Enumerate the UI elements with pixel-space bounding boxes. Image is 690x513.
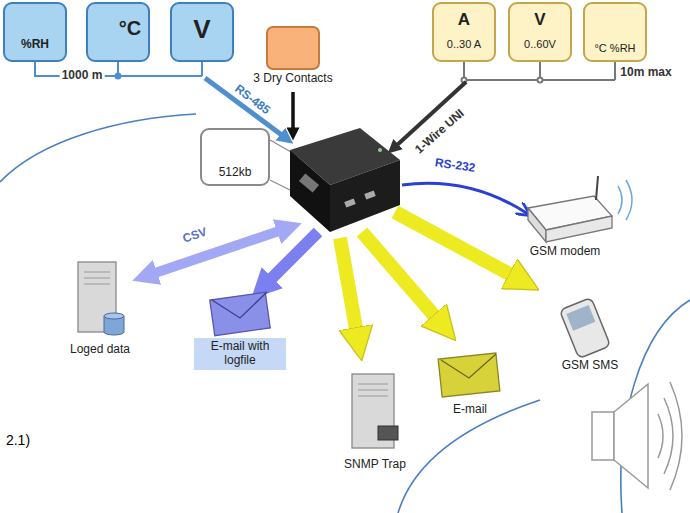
mobile-phone-icon <box>559 298 610 359</box>
email-envelope-icon <box>438 353 500 397</box>
sensor-wire <box>116 74 121 79</box>
node-label: %RH <box>21 38 49 52</box>
cable-length: 1000 m <box>60 69 105 83</box>
node-label: 3 Dry Contacts <box>253 72 332 86</box>
node-label: E-mail with logfile <box>194 338 286 370</box>
log-server: Loged data <box>55 255 145 365</box>
bus-arrow <box>291 92 295 130</box>
alert-arrow <box>395 212 515 277</box>
speaker-icon <box>658 414 663 458</box>
data-logger-device <box>344 198 355 207</box>
alert-arrow <box>340 238 357 334</box>
alert-arrow <box>395 212 515 277</box>
node-label: 0..30 A <box>447 38 481 51</box>
memory-box: 512kb <box>200 128 270 186</box>
data-logger-device <box>378 148 382 152</box>
speaker-icon <box>670 382 682 490</box>
interface-label: 1-Wire UNI <box>411 106 469 159</box>
speaker-icon <box>592 382 682 490</box>
data-logger-device <box>364 190 375 199</box>
sensor-wire <box>538 78 543 83</box>
node-label: V <box>534 10 545 30</box>
speaker-icon <box>592 412 614 460</box>
log-envelope-icon <box>210 292 270 335</box>
sensor-wire <box>614 62 616 80</box>
gsm-modem-icon <box>528 176 632 242</box>
log-envelope-icon <box>210 292 270 336</box>
mobile-phone-icon <box>559 298 610 359</box>
interface-label: RS-232 <box>432 156 478 176</box>
section-number: 2.1) <box>4 432 32 448</box>
alert-arrow <box>152 230 282 274</box>
format-label: CSV <box>179 225 211 247</box>
node-label: A <box>458 10 470 30</box>
mobile-phone-icon <box>566 305 595 331</box>
node-label: °C <box>119 17 141 40</box>
decor-curve <box>398 400 540 513</box>
voltage-sensor: V 0..60V <box>508 2 572 62</box>
speaker-icon <box>664 398 673 474</box>
sensor-wire <box>201 62 203 76</box>
sms-phone: GSM SMS <box>545 298 635 378</box>
gsm-modem-icon <box>546 216 612 242</box>
data-logger-device <box>290 150 330 232</box>
humidity-sensor: %RH <box>3 2 67 62</box>
alert-arrow <box>268 232 318 282</box>
bus-arrow <box>402 183 528 214</box>
current-sensor: A 0..30 A <box>432 2 496 62</box>
voltage-sensor: V <box>170 2 234 62</box>
node-label: GSM SMS <box>562 359 619 373</box>
server-icon <box>378 426 398 440</box>
alert-arrow <box>362 232 438 320</box>
node-label: 512kb <box>219 166 252 180</box>
server-icon <box>358 384 388 396</box>
temperature-sensor: °C <box>86 2 150 62</box>
gsm-modem-icon <box>528 208 546 242</box>
server-icon <box>352 374 398 448</box>
node-label: 0..60V <box>524 38 556 51</box>
email-alert: E-mail <box>425 348 515 420</box>
data-logger-device <box>299 173 319 192</box>
node-label: V <box>193 15 210 45</box>
node-label: GSM modem <box>530 245 601 259</box>
data-logger-device <box>330 160 400 232</box>
dry-contact-input: 3 Dry Contacts <box>266 26 320 70</box>
thermo-hygro-sensor: °C %RH <box>583 2 647 62</box>
log-envelope-icon <box>212 292 267 318</box>
server-icon <box>78 262 124 335</box>
email-logfile: E-mail with logfile <box>190 290 290 390</box>
sensor-wire <box>462 62 616 83</box>
email-envelope-icon <box>441 354 496 378</box>
server-icon <box>84 272 110 284</box>
decor-curve <box>0 114 690 513</box>
speaker-icon <box>614 384 648 488</box>
cable-length: 10m max <box>618 66 673 80</box>
gsm-modem-icon <box>596 176 598 200</box>
node-label: E-mail <box>453 403 487 417</box>
gsm-modem: GSM modem <box>515 175 615 265</box>
node-label: °C %RH <box>594 42 635 55</box>
data-logger-device <box>290 128 400 232</box>
server-icon <box>104 313 124 319</box>
node-label: Loged data <box>70 343 130 357</box>
decor-curve <box>0 114 196 182</box>
email-envelope-icon <box>438 353 500 397</box>
node-label: SNMP Trap <box>344 458 406 472</box>
gsm-modem-icon <box>618 180 632 220</box>
snmp-server: SNMP Trap <box>330 368 420 478</box>
